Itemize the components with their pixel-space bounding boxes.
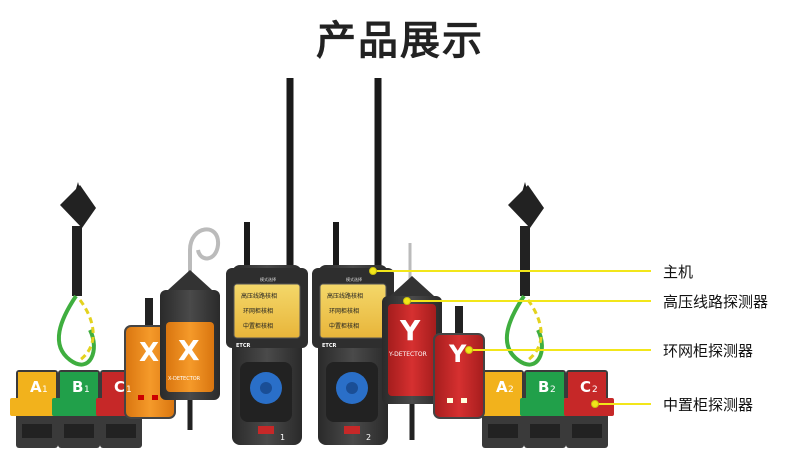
leader-host	[376, 270, 651, 272]
detector-hook	[188, 227, 221, 290]
leader-mid	[598, 403, 651, 405]
left-clamp	[57, 182, 96, 367]
callout-hv-detector: 高压线路探测器	[663, 293, 769, 311]
page-title: 产品展示	[316, 18, 484, 64]
callout-ring-detector: 环网柜探测器	[663, 342, 754, 360]
host-unit-2	[312, 78, 394, 445]
leader-host-dot	[369, 267, 377, 275]
right-phase-modules	[478, 370, 614, 448]
leader-ring-dot	[465, 346, 473, 354]
host-unit-1	[226, 78, 308, 445]
right-clamp	[505, 182, 544, 367]
callout-host: 主机	[663, 263, 694, 281]
leader-mid-dot	[591, 400, 599, 408]
leader-ring	[472, 349, 651, 351]
leader-hv	[410, 300, 651, 302]
callout-mid-detector: 中置柜探测器	[663, 396, 754, 414]
y-detector-small	[433, 306, 485, 419]
y-detector-large	[382, 243, 442, 440]
x-detector-large	[160, 270, 220, 430]
leader-hv-dot	[403, 297, 411, 305]
